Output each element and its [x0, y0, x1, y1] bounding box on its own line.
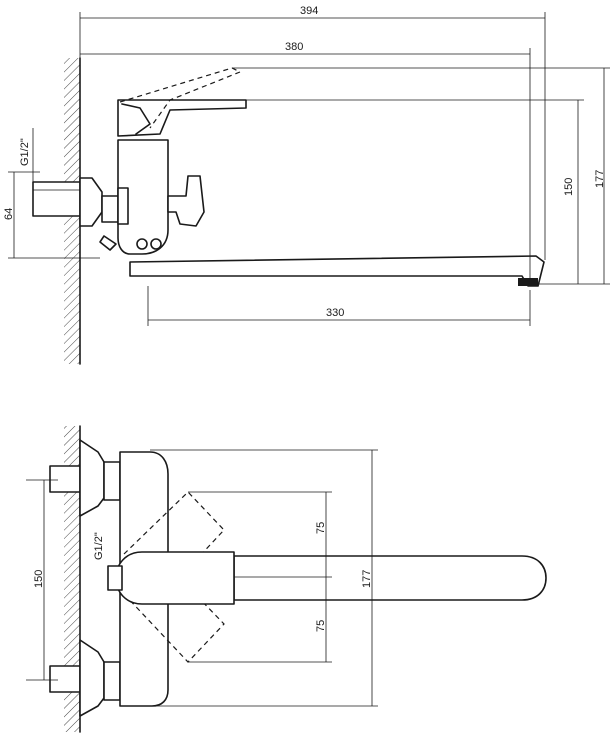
aerator-dot-1	[136, 238, 148, 250]
eccentric-upper	[103, 461, 121, 501]
dim-label-overall-length: 394	[300, 5, 318, 17]
dim-label-height-total: 177	[594, 170, 606, 188]
dim-label-spout-reach: 380	[285, 41, 303, 53]
wall-flange	[79, 177, 103, 227]
dim-label-swing-lower: 75	[315, 620, 327, 632]
thread-label-top: G1/2"	[93, 532, 105, 560]
dim-label-swing-upper: 75	[315, 522, 327, 534]
lever-top	[115, 551, 235, 605]
wall-hatch-bottom	[64, 426, 80, 732]
top-view: 150 75 75 177 G1/2"	[26, 425, 547, 733]
diverter-knob	[99, 235, 117, 251]
eccentric-lower	[103, 661, 121, 701]
spout	[129, 255, 545, 287]
dim-label-inlet-spacing: 150	[33, 570, 45, 588]
lever-handle	[117, 99, 247, 137]
lever-cap	[121, 103, 151, 135]
spout-aerator	[518, 278, 538, 286]
lever-swing-lower	[123, 565, 225, 663]
mixer-body	[117, 139, 169, 255]
dim-label-inlet-offset: 64	[3, 208, 15, 220]
body-nut	[117, 187, 129, 225]
inlet-pipe	[32, 181, 81, 217]
flange-upper	[79, 439, 105, 517]
flange-lower	[79, 639, 105, 717]
inlet-pipe-upper	[49, 465, 81, 493]
spout-top	[233, 555, 547, 601]
diverter-handle	[167, 175, 205, 227]
dim-label-spout-projection: 330	[326, 307, 344, 319]
aerator-dot-2	[150, 238, 162, 250]
thread-stub-top	[107, 565, 123, 591]
side-view: 394 380 330 150 177 64 G1/2"	[3, 5, 610, 365]
thread-label-side: G1/2"	[19, 138, 31, 166]
dim-label-width-total: 177	[361, 570, 373, 588]
inlet-pipe-lower	[49, 665, 81, 693]
dim-label-height-spout: 150	[563, 178, 575, 196]
